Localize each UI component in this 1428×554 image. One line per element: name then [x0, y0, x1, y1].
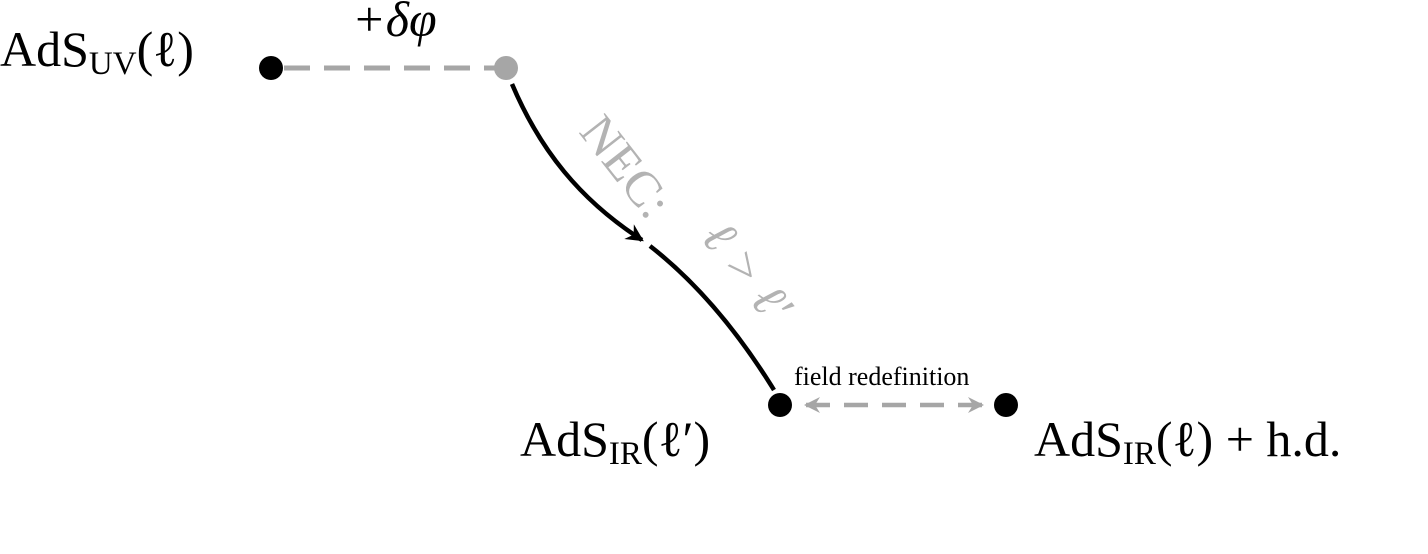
ir-hd-node-label: AdSIR(ℓ) + h.d.	[1034, 411, 1341, 472]
field-redefinition-label: field redefinition	[794, 362, 969, 391]
ir-higher-derivative-point	[994, 393, 1018, 417]
rg-flow-curve-lower	[648, 244, 776, 392]
nec-inequality-label: ℓ > ℓ′	[691, 210, 804, 333]
deformation-label: +δφ	[352, 0, 437, 47]
ir-prime-node-label: AdSIR(ℓ′)	[520, 411, 710, 472]
uv-node-label: AdSUV(ℓ)	[0, 21, 194, 82]
nec-label: NEC:	[569, 104, 683, 228]
ir-fixed-point	[768, 393, 792, 417]
uv-fixed-point	[259, 56, 283, 80]
rg-flow-curve-upper	[509, 83, 644, 242]
deformed-point	[494, 56, 518, 80]
